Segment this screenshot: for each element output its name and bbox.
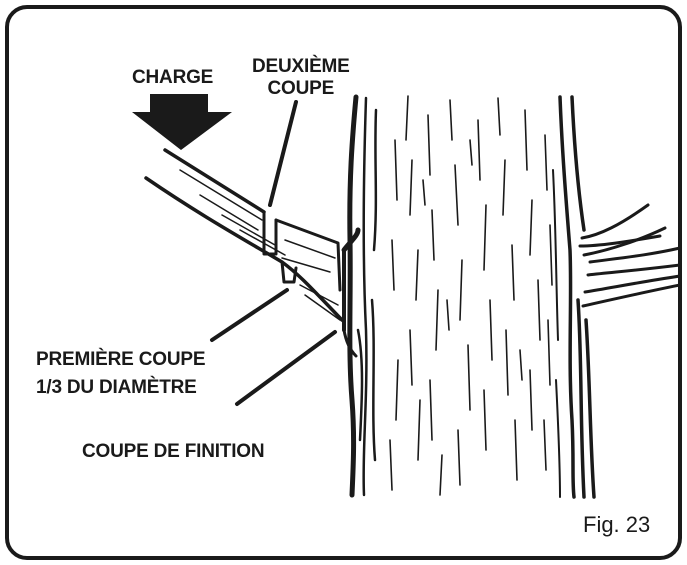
left-branch — [144, 148, 344, 322]
arrow-down-icon — [132, 94, 232, 150]
label-first-cut: PREMIÈRE COUPE 1/3 DU DIAMÈTRE — [36, 346, 205, 402]
label-second-cut-line1: DEUXIÈME — [252, 56, 350, 77]
label-second-cut-line2: COUPE — [267, 78, 335, 99]
label-first-cut-line1: PREMIÈRE COUPE — [36, 349, 206, 370]
label-charge: CHARGE — [132, 67, 214, 88]
figure-caption: Fig. 23 — [583, 512, 651, 537]
trunk-left-bark — [356, 96, 378, 497]
leader-lines — [210, 100, 337, 406]
second-cut-notch — [262, 210, 278, 256]
label-second-cut: DEUXIÈME COUPE — [252, 56, 350, 100]
first-cut-notch — [280, 260, 298, 284]
trunk-left-edge — [341, 94, 361, 498]
trunk-right-bark — [558, 95, 596, 499]
right-branch — [578, 203, 678, 308]
trunk-grain — [389, 95, 553, 496]
label-first-cut-line2: 1/3 DU DIAMÈTRE — [36, 377, 197, 398]
label-finish-cut: COUPE DE FINITION — [82, 441, 265, 462]
